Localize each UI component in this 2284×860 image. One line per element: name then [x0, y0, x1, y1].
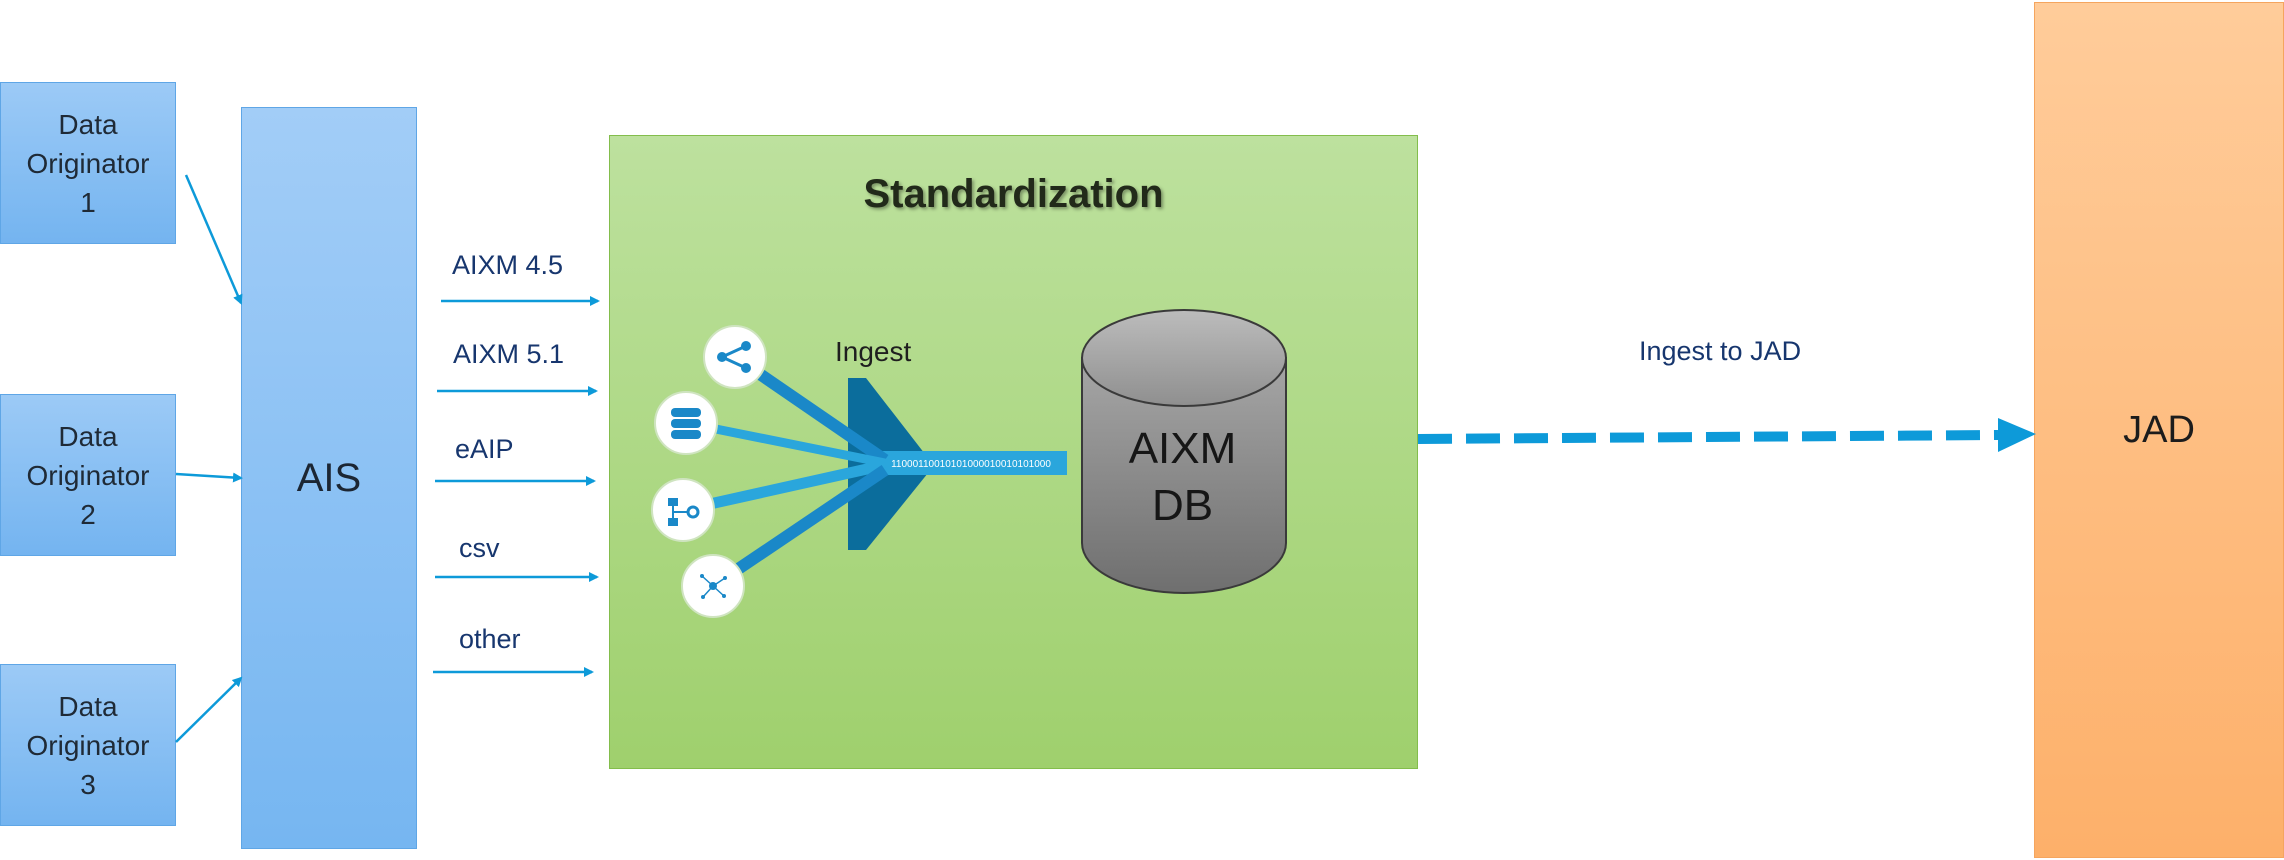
ingest-to-jad-arrow	[1417, 430, 1999, 444]
aixm-db-cylinder	[1081, 309, 1287, 594]
data-originator-1: Data Originator 1	[0, 82, 176, 244]
ingest-to-jad-arrowhead	[1998, 418, 2036, 452]
binary-stream-bar	[876, 451, 1067, 475]
ingest-funnel-illustration	[681, 352, 1067, 591]
jad-label: JAD	[2123, 408, 2195, 451]
format-label-aixm45: AIXM 4.5	[452, 250, 564, 280]
ingest-to-jad-label: Ingest to JAD	[1639, 336, 1802, 366]
format-label-csv: csv	[459, 533, 500, 563]
aixm-db-label: AIXM DB	[1128, 424, 1237, 530]
data-originator-3-label: Data Originator 3	[26, 690, 150, 800]
data-originator-2-label: Data Originator 2	[26, 420, 150, 530]
originator-2-to-ais-arrow	[175, 472, 243, 483]
originator-1-to-ais-arrow	[184, 174, 243, 305]
format-label-other: other	[459, 624, 521, 654]
originator-3-to-ais-arrow	[175, 676, 243, 743]
format-label-aixm51: AIXM 5.1	[453, 339, 565, 369]
database-icon	[654, 391, 718, 455]
data-originator-1-label: Data Originator 1	[26, 108, 150, 218]
network-hub-icon	[681, 554, 745, 618]
binary-stream-text: 11000110010101000010010101000	[891, 459, 1051, 470]
ingest-label: Ingest	[835, 336, 912, 367]
workflow-icon	[651, 478, 715, 542]
ais-box: AIS	[241, 107, 417, 849]
format-label-eaip: eAIP	[455, 434, 514, 464]
standardization-title: Standardization	[863, 172, 1164, 216]
data-originator-3: Data Originator 3	[0, 664, 176, 826]
jad-box: JAD	[2034, 2, 2284, 858]
ais-label: AIS	[296, 455, 362, 500]
data-originator-2: Data Originator 2	[0, 394, 176, 556]
share-icon	[703, 325, 767, 389]
